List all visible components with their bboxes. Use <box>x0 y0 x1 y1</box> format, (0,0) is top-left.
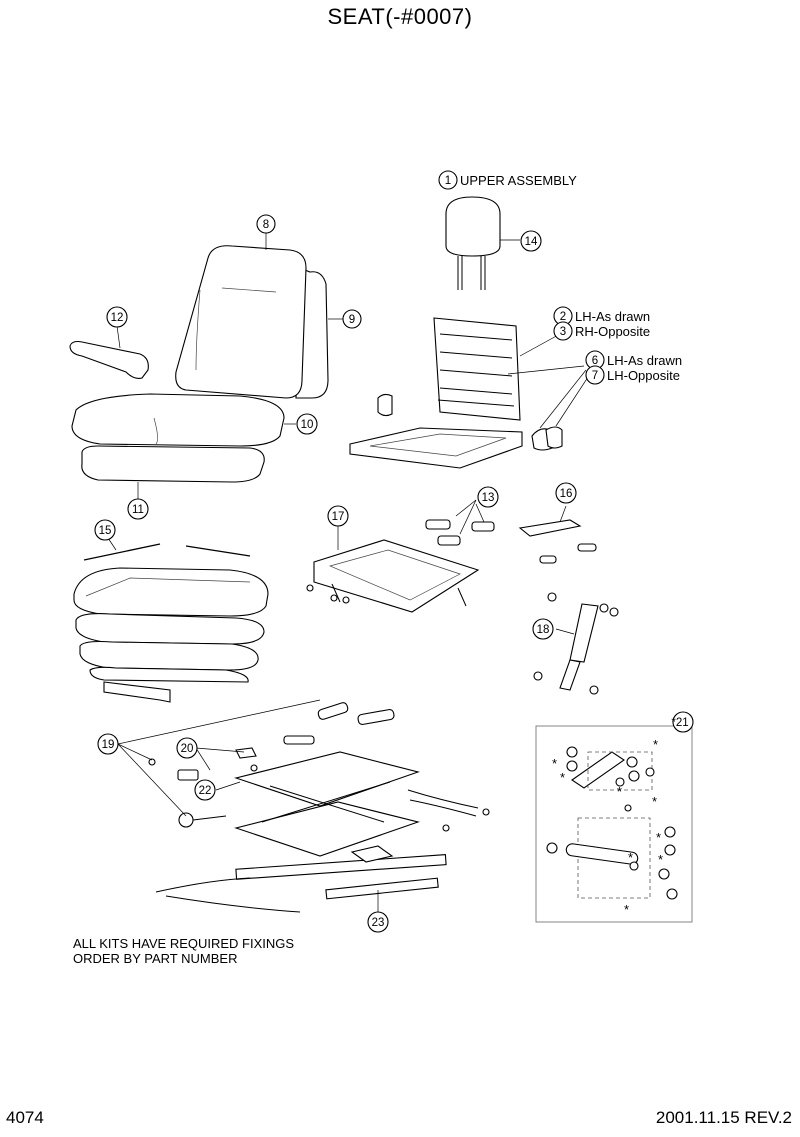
shock-absorber-part <box>533 592 619 695</box>
callout-3: 3 RH-Opposite <box>553 321 650 341</box>
callout-9: 9 <box>342 309 362 329</box>
callout-10: 10 <box>296 413 318 435</box>
slide-frame-part <box>306 526 480 613</box>
svg-text:*: * <box>560 770 565 785</box>
springs-part <box>425 499 495 546</box>
callout-7-label: LH-Opposite <box>607 368 680 383</box>
svg-text:17: 17 <box>332 511 345 523</box>
svg-text:20: 20 <box>181 743 194 755</box>
svg-text:*: * <box>653 737 658 752</box>
scissor-base-part <box>117 699 490 913</box>
callout-6-label: LH-As drawn <box>607 353 682 368</box>
callout-7: 7 LH-Opposite <box>585 365 680 385</box>
callout-1-label: UPPER ASSEMBLY <box>460 173 577 188</box>
callout-16: 16 <box>555 482 577 504</box>
svg-text:*: * <box>658 852 663 867</box>
kit-21-part <box>535 725 693 923</box>
rail-part <box>518 505 597 564</box>
callout-8: 8 <box>256 214 276 234</box>
callout-3-number: 3 <box>560 326 566 338</box>
svg-text:23: 23 <box>372 917 385 929</box>
svg-text:*: * <box>652 794 657 809</box>
note-line-2: ORDER BY PART NUMBER <box>73 951 237 966</box>
revision-date: 2001.11.15 REV.2 <box>655 1108 792 1127</box>
callout-20: 20 <box>176 737 198 759</box>
svg-text:9: 9 <box>349 314 355 326</box>
callout-19: 19 <box>97 733 119 755</box>
backrest-part <box>175 232 343 399</box>
svg-text:*: * <box>624 902 629 917</box>
kit-asterisks: * * * * * * * * * <box>552 737 663 917</box>
note-line-1: ALL KITS HAVE REQUIRED FIXINGS <box>73 936 294 951</box>
callout-12: 12 <box>106 306 128 328</box>
svg-text:14: 14 <box>525 236 538 248</box>
svg-text:22: 22 <box>199 785 212 797</box>
callout-7-number: 7 <box>592 370 598 382</box>
callout-2-label: LH-As drawn <box>575 309 650 324</box>
svg-text:*: * <box>552 756 557 771</box>
callout-6: 6 LH-As drawn <box>585 350 682 370</box>
svg-text:*: * <box>656 830 661 845</box>
svg-text:12: 12 <box>111 312 124 324</box>
armrest-part <box>69 325 149 379</box>
callout-14: 14 <box>520 230 542 252</box>
page-number: 4074 <box>6 1108 44 1127</box>
svg-text:*: * <box>617 784 622 799</box>
svg-text:15: 15 <box>99 525 112 537</box>
headrest-part <box>445 196 520 290</box>
seat-frame-part <box>349 317 591 469</box>
callout-6-number: 6 <box>592 355 598 367</box>
page-title: SEAT(-#0007) <box>327 4 473 29</box>
svg-text:10: 10 <box>301 419 314 431</box>
callout-17: 17 <box>327 505 349 527</box>
svg-text:13: 13 <box>482 492 495 504</box>
seat-cushion-part <box>71 393 296 500</box>
callout-1-number: 1 <box>445 175 451 187</box>
callout-2-number: 2 <box>560 311 566 323</box>
svg-text:8: 8 <box>263 219 269 231</box>
callout-22: 22 <box>194 779 216 801</box>
callout-18: 18 <box>532 618 554 640</box>
callout-23: 23 <box>367 911 389 933</box>
suspension-boot-part <box>73 537 269 703</box>
svg-text:*21: *21 <box>671 717 688 729</box>
callout-21: *21 <box>671 711 694 733</box>
svg-text:16: 16 <box>560 488 573 500</box>
callout-1: 1 UPPER ASSEMBLY <box>438 170 577 190</box>
callout-11: 11 <box>127 498 149 520</box>
svg-text:19: 19 <box>102 739 115 751</box>
svg-text:18: 18 <box>537 624 550 636</box>
callout-13: 13 <box>477 486 499 508</box>
callout-3-label: RH-Opposite <box>575 324 650 339</box>
callout-15: 15 <box>94 519 116 541</box>
svg-text:*: * <box>628 850 633 865</box>
svg-text:11: 11 <box>132 504 144 516</box>
callout-2: 2 LH-As drawn <box>553 306 650 326</box>
